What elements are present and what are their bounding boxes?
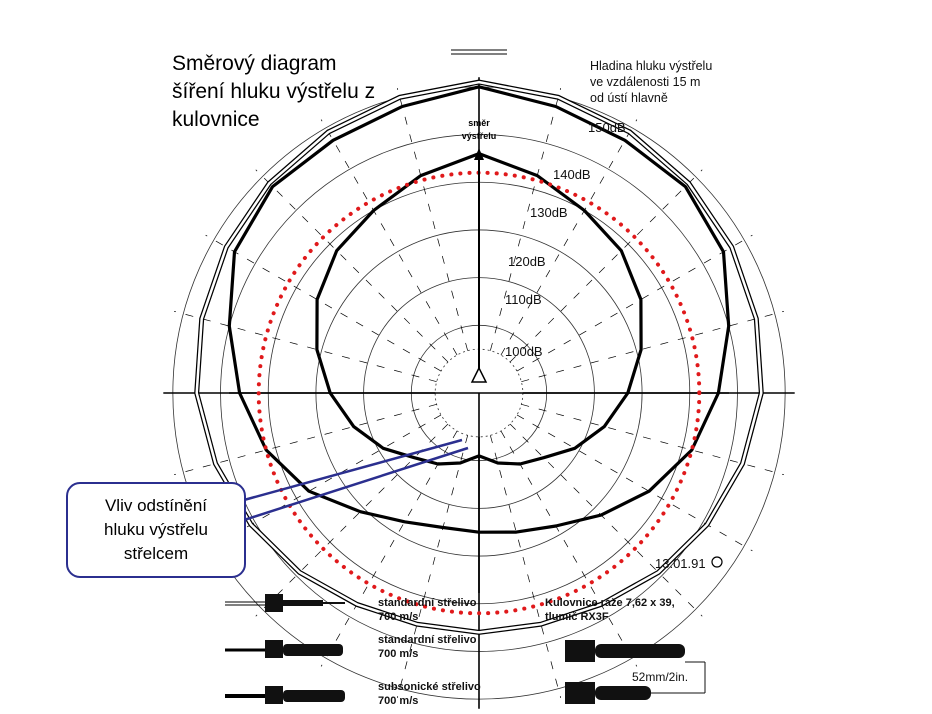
shooter-shielding-callout: Vliv odstínění hluku výstřelu střelcem (66, 482, 246, 578)
direction-label-1: směr (468, 118, 490, 128)
spoke-165 (490, 435, 562, 699)
legend-rifle-icon-1 (265, 594, 283, 612)
spoke-75 (521, 310, 785, 382)
spoke-285 (173, 310, 437, 382)
series-thick-outer (227, 85, 731, 534)
spoke-315 (255, 169, 449, 363)
ring-label-130: 130dB (530, 205, 568, 220)
ring-label-140: 140dB (553, 167, 591, 182)
date-stamp-icon (711, 556, 723, 568)
spoke-330 (320, 119, 458, 356)
legend-item-1: standardní střelivo 700 m/s (378, 597, 477, 623)
spoke-30 (500, 119, 638, 356)
direction-label-2: výstřelu (462, 131, 497, 141)
direction-marker: směr výstřelu (462, 118, 497, 383)
ring-label-150: 150dB (588, 120, 626, 135)
ring-labels: 100dB 110dB 120dB 130dB 140dB 150dB (505, 120, 626, 359)
legend-line-double (225, 601, 265, 606)
chart-title: Směrový diagram šíření hluku výstřelu z … (172, 52, 376, 131)
suppressor-drawing (565, 640, 706, 704)
rifle-description: Kulovnice ráže 7,62 x 39, tlumič RX3F (545, 597, 675, 623)
ring-label-100: 100dB (505, 344, 543, 359)
spoke-150 (500, 430, 638, 667)
date-stamp: 13.01.91 (655, 556, 706, 571)
legend-rifle-icon-2 (265, 640, 283, 658)
ring-label-120: 120dB (508, 254, 546, 269)
spoke-120 (516, 414, 753, 552)
ring-label-110: 110dB (505, 292, 542, 307)
measurement-note: Hladina hluku výstřelu ve vzdálenosti 15… (590, 59, 713, 105)
legend-item-2: standardní střelivo 700 m/s (378, 634, 477, 660)
suppressor-dimension: 52mm/2in. (632, 670, 689, 684)
spoke-60 (516, 234, 753, 372)
legend-rifle-icon-3 (265, 686, 283, 704)
legend-swatches (225, 594, 345, 704)
spoke-135 (509, 423, 703, 617)
polar-grid (163, 49, 795, 709)
legend-item-3: subsonické střelivo 700 m/s (378, 681, 481, 707)
callout-pointer (243, 438, 469, 522)
series-double-inner (195, 80, 763, 634)
spoke-300 (205, 234, 442, 372)
series-thick-inner (315, 152, 643, 466)
